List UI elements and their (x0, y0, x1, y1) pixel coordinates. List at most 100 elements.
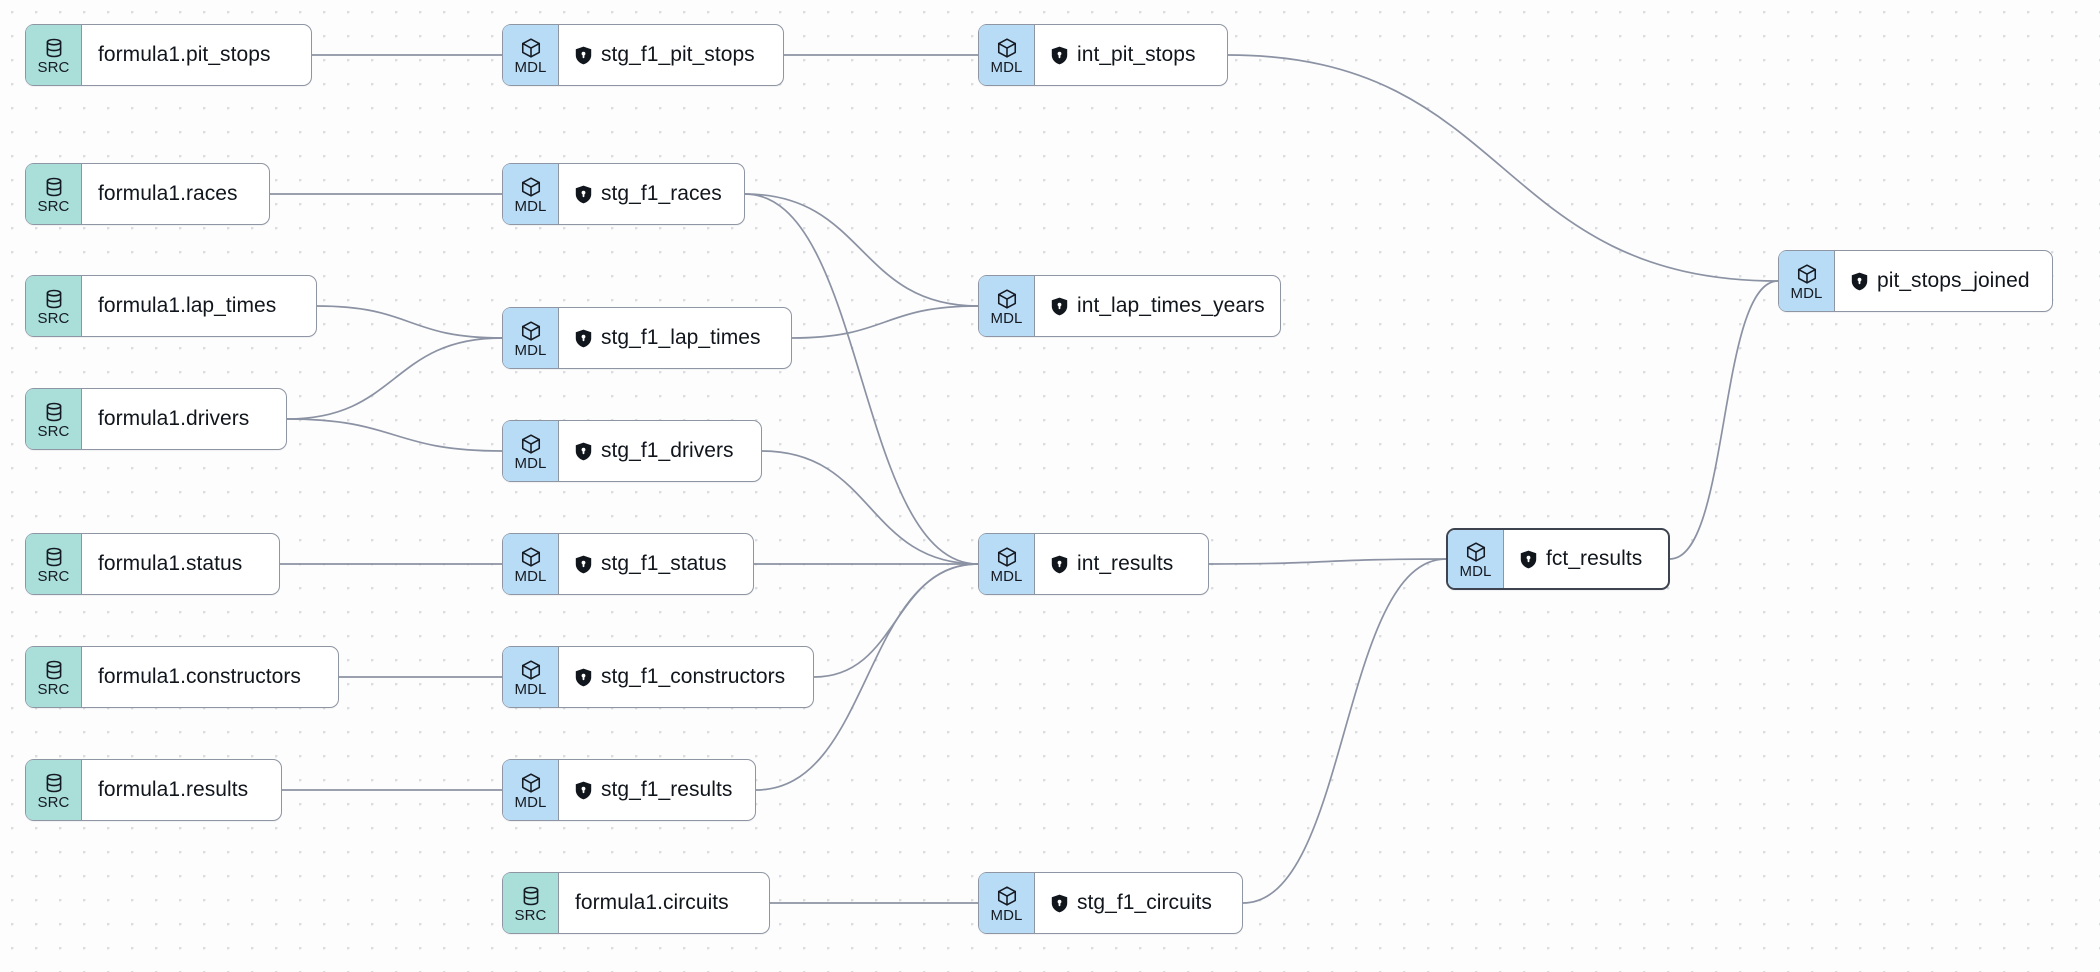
dag-node-src_results[interactable]: SRC formula1.results (25, 759, 282, 821)
node-kind-label: MDL (990, 568, 1023, 585)
node-body: formula1.status (82, 534, 279, 594)
node-kind-badge: SRC (26, 164, 82, 224)
dag-node-src_status[interactable]: SRC formula1.status (25, 533, 280, 595)
database-icon (43, 37, 65, 59)
node-kind-badge: SRC (26, 760, 82, 820)
cube-icon (520, 320, 542, 342)
node-kind-label: MDL (514, 342, 547, 359)
node-label: formula1.results (98, 778, 249, 801)
node-label: int_lap_times_years (1077, 294, 1265, 317)
database-icon (43, 772, 65, 794)
node-label: int_results (1077, 552, 1174, 575)
node-label: stg_f1_status (601, 552, 727, 575)
node-kind-label: MDL (514, 59, 547, 76)
dag-node-src_constructors[interactable]: SRC formula1.constructors (25, 646, 339, 708)
node-kind-label: MDL (514, 568, 547, 585)
node-kind-badge: SRC (26, 534, 82, 594)
node-label: formula1.status (98, 552, 243, 575)
cube-icon (996, 885, 1018, 907)
node-kind-badge: MDL (1448, 530, 1504, 588)
dag-edge-stg_drivers--int_results (761, 450, 979, 565)
dag-edge-stg_races--int_results (744, 193, 979, 565)
node-kind-badge: MDL (979, 276, 1035, 336)
node-kind-label: MDL (990, 59, 1023, 76)
dag-edge-stg_circuits--fct_results (1242, 558, 1447, 904)
node-kind-label: SRC (37, 568, 70, 585)
dag-node-int_results[interactable]: MDL int_results (978, 533, 1209, 595)
cube-icon (520, 37, 542, 59)
dag-edge-int_results--fct_results (1208, 558, 1447, 565)
node-kind-label: SRC (37, 198, 70, 215)
dag-node-stg_circuits[interactable]: MDL stg_f1_circuits (978, 872, 1243, 934)
node-body: stg_f1_drivers (559, 421, 761, 481)
node-body: stg_f1_status (559, 534, 753, 594)
dag-node-int_lap_times_years[interactable]: MDL int_lap_times_years (978, 275, 1281, 337)
node-label: formula1.constructors (98, 665, 301, 688)
node-body: int_pit_stops (1035, 25, 1227, 85)
node-kind-label: MDL (1459, 563, 1492, 580)
node-body: stg_f1_circuits (1035, 873, 1242, 933)
node-kind-badge: SRC (26, 647, 82, 707)
dag-edge-stg_lap_times--int_lap_times_years (791, 305, 979, 339)
node-body: formula1.pit_stops (82, 25, 311, 85)
node-kind-badge: SRC (26, 389, 82, 449)
node-kind-label: MDL (514, 198, 547, 215)
node-kind-badge: MDL (979, 873, 1035, 933)
node-label: fct_results (1546, 547, 1643, 570)
dag-node-src_races[interactable]: SRC formula1.races (25, 163, 270, 225)
dag-node-stg_constructors[interactable]: MDL stg_f1_constructors (502, 646, 814, 708)
shield-lock-icon (1051, 894, 1068, 913)
node-body: stg_f1_results (559, 760, 755, 820)
shield-lock-icon (575, 555, 592, 574)
node-kind-label: SRC (37, 310, 70, 327)
shield-lock-icon (1051, 46, 1068, 65)
node-body: pit_stops_joined (1835, 251, 2052, 311)
node-kind-badge: MDL (503, 421, 559, 481)
node-label: pit_stops_joined (1877, 269, 2030, 292)
node-kind-label: SRC (37, 794, 70, 811)
node-label: stg_f1_lap_times (601, 326, 761, 349)
cube-icon (520, 433, 542, 455)
node-label: stg_f1_results (601, 778, 733, 801)
shield-lock-icon (575, 781, 592, 800)
cube-icon (520, 176, 542, 198)
database-icon (43, 659, 65, 681)
dag-node-stg_drivers[interactable]: MDL stg_f1_drivers (502, 420, 762, 482)
node-label: stg_f1_drivers (601, 439, 734, 462)
node-kind-badge: MDL (1779, 251, 1835, 311)
node-label: stg_f1_pit_stops (601, 43, 755, 66)
dag-node-pit_stops_joined[interactable]: MDL pit_stops_joined (1778, 250, 2053, 312)
node-kind-label: MDL (514, 681, 547, 698)
node-kind-badge: SRC (26, 276, 82, 336)
node-label: formula1.races (98, 182, 238, 205)
dag-node-stg_pit_stops[interactable]: MDL stg_f1_pit_stops (502, 24, 784, 86)
dag-node-stg_status[interactable]: MDL stg_f1_status (502, 533, 754, 595)
dag-edge-src_drivers--stg_lap_times (286, 337, 503, 420)
node-kind-label: MDL (1790, 285, 1823, 302)
node-label: stg_f1_constructors (601, 665, 786, 688)
shield-lock-icon (1051, 297, 1068, 316)
node-label: formula1.circuits (575, 891, 729, 914)
node-body: stg_f1_lap_times (559, 308, 791, 368)
node-body: formula1.circuits (559, 873, 769, 933)
cube-icon (996, 546, 1018, 568)
dag-node-stg_races[interactable]: MDL stg_f1_races (502, 163, 745, 225)
node-label: formula1.pit_stops (98, 43, 271, 66)
dag-node-src_circuits[interactable]: SRC formula1.circuits (502, 872, 770, 934)
database-icon (43, 546, 65, 568)
node-body: stg_f1_races (559, 164, 744, 224)
dag-node-stg_lap_times[interactable]: MDL stg_f1_lap_times (502, 307, 792, 369)
dag-node-int_pit_stops[interactable]: MDL int_pit_stops (978, 24, 1228, 86)
cube-icon (1796, 263, 1818, 285)
node-kind-label: MDL (990, 907, 1023, 924)
shield-lock-icon (575, 668, 592, 687)
node-kind-badge: SRC (503, 873, 559, 933)
dag-node-fct_results[interactable]: MDL fct_results (1446, 528, 1670, 590)
node-kind-label: MDL (514, 455, 547, 472)
